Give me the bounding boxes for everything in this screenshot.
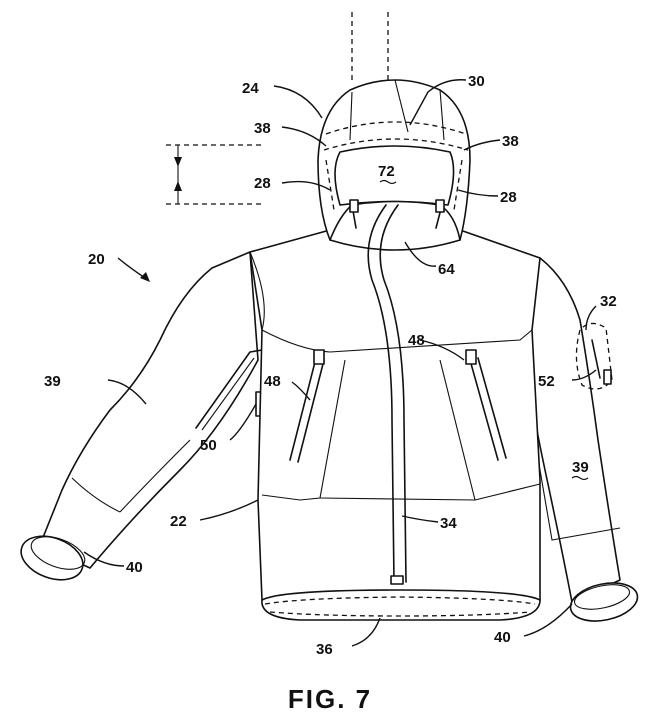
ref-30: 30 xyxy=(468,73,485,90)
ref-20: 20 xyxy=(88,251,105,268)
ref-39-left: 39 xyxy=(44,373,61,390)
ref-28-right: 28 xyxy=(500,189,517,206)
jacket-body xyxy=(249,229,541,601)
left-sleeve xyxy=(39,251,265,569)
ref-39-right: 39 xyxy=(572,459,589,476)
ref-36: 36 xyxy=(316,641,333,658)
top-guide-lines xyxy=(351,12,389,80)
ref-32: 32 xyxy=(600,293,617,310)
ref-52: 52 xyxy=(538,373,555,390)
ref-34: 34 xyxy=(440,515,457,532)
ref-50: 50 xyxy=(200,437,217,454)
ref-72: 72 xyxy=(378,163,395,180)
ref-24: 24 xyxy=(242,80,259,97)
hood-dimension xyxy=(166,144,262,205)
jacket-hem xyxy=(261,589,541,621)
underline-mark-39 xyxy=(571,475,589,481)
left-cuff xyxy=(20,535,86,581)
ref-38-right: 38 xyxy=(502,133,519,150)
underline-mark-72 xyxy=(379,179,397,185)
ref-48-left: 48 xyxy=(264,373,281,390)
ref-40-right: 40 xyxy=(494,629,511,646)
leader-lines xyxy=(83,79,597,647)
ref-48-right: 48 xyxy=(408,332,425,349)
right-cuff xyxy=(569,582,639,622)
ref-38-left: 38 xyxy=(254,120,271,137)
main-zipper xyxy=(367,204,407,585)
hood xyxy=(317,79,471,251)
ref-40-left: 40 xyxy=(126,559,143,576)
ref-22: 22 xyxy=(170,513,187,530)
arrowhead-20 xyxy=(140,272,150,282)
ref-28-left: 28 xyxy=(254,175,271,192)
reference-numerals: 24 30 38 38 72 28 28 64 20 32 39 48 52 4… xyxy=(44,73,617,658)
figure-caption: FIG. 7 xyxy=(288,684,372,714)
ref-64: 64 xyxy=(438,261,455,278)
